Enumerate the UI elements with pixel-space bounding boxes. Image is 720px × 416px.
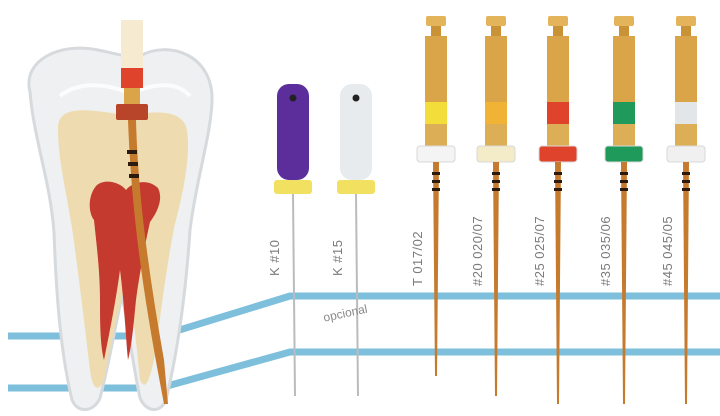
file-neck [613,124,635,146]
file-label: #45 045/05 [660,216,675,286]
file-blade [433,162,439,376]
guide-line-lower [8,352,720,388]
file-stop [337,180,375,194]
file-blade [493,162,499,396]
file-latch [486,16,506,26]
file-depth-mark [432,180,440,183]
file-handle-hole [353,95,360,102]
file-5 [539,16,577,404]
file-4 [477,16,515,396]
file-color-ring [425,102,447,124]
file-3 [417,16,455,376]
file-latch [426,16,446,26]
file-blade [621,162,627,404]
file-blade [683,162,689,404]
file-handle [675,36,697,102]
file-stop [539,146,577,162]
file-blade [555,162,561,404]
file-neck [675,124,697,146]
file-depth-mark [554,172,562,175]
file-label: #25 025/07 [532,216,547,286]
file-color-ring [613,102,635,124]
file-label: K #10 [267,240,282,276]
file-blade [356,194,358,396]
file-neck [485,124,507,146]
file-handle-hole [290,95,297,102]
file-handle [613,36,635,102]
file-depth-mark [554,180,562,183]
file-label: #20 020/07 [470,216,485,286]
file-stop [667,146,705,162]
instrument-files [274,16,705,404]
instrument-ring [121,68,143,88]
file-depth-mark [682,172,690,175]
file-label: K #15 [330,240,345,276]
file-latch-notch [619,26,629,36]
file-color-ring [547,102,569,124]
file-6 [605,16,643,404]
instrument-stop [116,104,148,120]
file-stop [417,146,455,162]
file-depth-mark [682,180,690,183]
file-7 [667,16,705,404]
file-latch-notch [681,26,691,36]
file-stop [477,146,515,162]
file-label: #35 035/06 [598,216,613,286]
file-depth-mark [492,188,500,191]
tooth-cross-section [29,48,212,409]
file-depth-mark [432,188,440,191]
file-depth-mark [432,172,440,175]
file-stop [605,146,643,162]
file-latch-notch [491,26,501,36]
file-depth-mark [682,188,690,191]
file-label: T 017/02 [410,231,425,286]
file-depth-mark [620,180,628,183]
file-latch-notch [553,26,563,36]
instrument-neck [124,88,140,106]
file-latch [614,16,634,26]
file-handle [425,36,447,102]
file-handle [547,36,569,102]
file-handle [485,36,507,102]
file-depth-mark [492,172,500,175]
file-depth-mark [492,180,500,183]
file-depth-mark [620,188,628,191]
file-blade [293,194,295,396]
file-stop [274,180,312,194]
file-neck [547,124,569,146]
file-color-ring [675,102,697,124]
file-neck [425,124,447,146]
file-latch-notch [431,26,441,36]
file-color-ring [485,102,507,124]
file-latch [548,16,568,26]
file-depth-mark [554,188,562,191]
file-latch [676,16,696,26]
file-depth-mark [620,172,628,175]
instrument-shank [121,20,143,70]
